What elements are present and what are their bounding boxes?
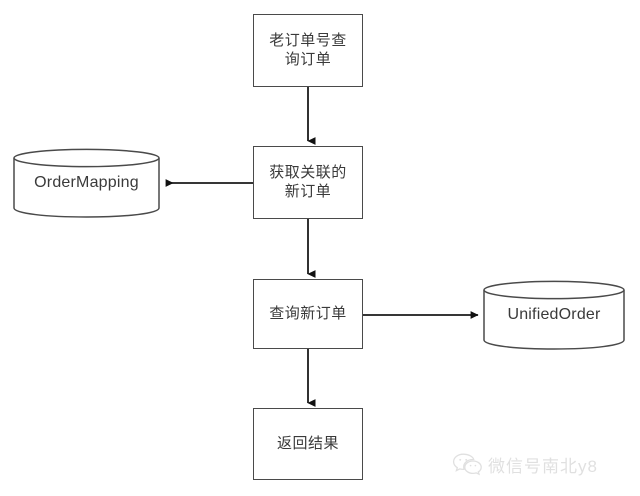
node-label: UnifiedOrder [507,306,601,323]
node-query-new-order[interactable]: 查询新订单 [253,279,363,349]
node-label-line1: 老订单号查 [269,31,347,49]
watermark-text: 微信号南北y8 [488,456,598,476]
node-label-line1: 查询新订单 [269,304,347,322]
node-label: 获取关联的 新订单 [269,164,347,202]
node-label-line1: 返回结果 [276,434,339,452]
node-label: 查询新订单 [269,305,347,324]
cylinder-shape-icon [13,148,160,218]
wechat-logo-icon [452,453,482,476]
node-get-related-new-order[interactable]: 获取关联的 新订单 [253,146,363,219]
node-return-result[interactable]: 返回结果 [253,408,363,480]
cylinder-shape-icon [483,280,625,350]
node-label-line2: 新订单 [284,182,332,200]
node-order-mapping-store[interactable]: OrderMapping [13,148,160,218]
node-unified-order-store[interactable]: UnifiedOrder [483,280,625,350]
node-label: OrderMapping [34,174,139,191]
watermark: 微信号南北y8 [452,447,632,481]
node-label-line1: 获取关联的 [269,163,347,181]
node-label: 老订单号查 询订单 [269,32,347,70]
node-query-by-old-order-no[interactable]: 老订单号查 询订单 [253,14,363,87]
node-label-line2: 询订单 [284,50,332,68]
node-label: 返回结果 [277,435,339,454]
